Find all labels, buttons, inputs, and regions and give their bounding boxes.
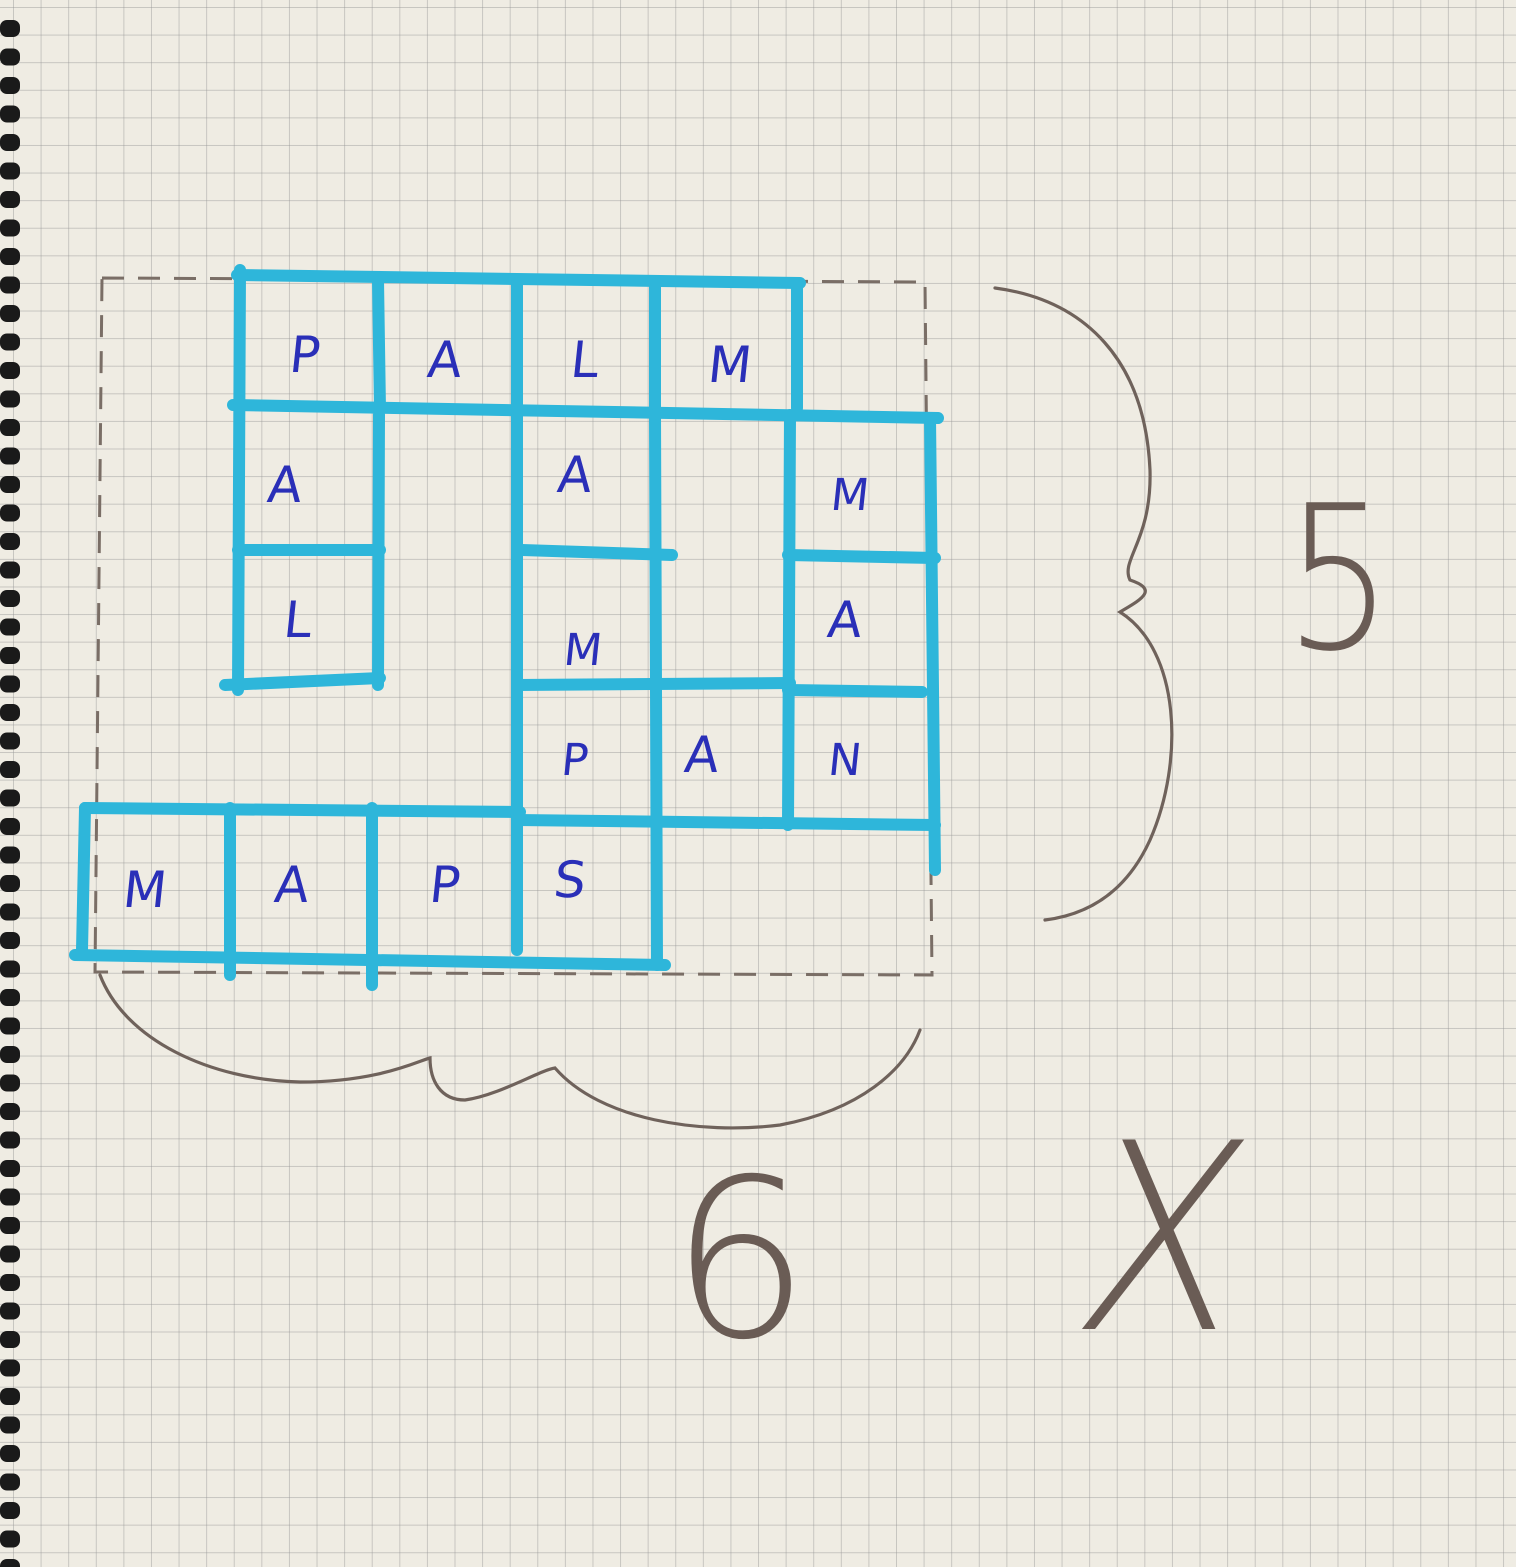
spiral-ring [0,1416,20,1434]
spiral-ring [0,989,20,1006]
spiral-ring [0,305,20,322]
spiral-ring [0,1046,20,1063]
width-label: 6 [670,1132,810,1388]
cell-letter: M [561,624,605,676]
spiral-ring [0,1274,20,1291]
spiral-ring [0,362,20,379]
spiral-ring [0,704,20,721]
spiral-ring [0,1074,20,1092]
spiral-ring [0,476,20,493]
spiral-ring [0,219,20,237]
cell-letter: P [286,326,324,384]
spiral-ring [0,1160,20,1177]
spiral-ring [0,48,20,66]
spiral-ring [0,447,20,465]
spiral-ring [0,1245,20,1263]
spiral-ring [0,618,20,636]
spiral-ring [0,333,20,351]
spiral-ring [0,647,20,664]
spiral-ring [0,590,20,607]
spiral-ring [0,504,20,522]
cell-letter: N [825,734,865,786]
spiral-ring [0,1302,20,1320]
spiral-ring [0,77,20,94]
spiral-ring [0,1530,20,1548]
spiral-ring [0,1017,20,1035]
spiral-ring [0,1445,20,1462]
cell-letter: M [828,469,872,521]
spiral-ring [0,276,20,294]
height-label: 5 [1284,463,1393,696]
cell-letter: S [551,851,589,909]
spiral-ring [0,1359,20,1377]
spiral-ring [0,1217,20,1234]
spiral-ring [0,1131,20,1149]
cell-letter: A [271,856,313,914]
spiral-ring [0,789,20,807]
crossword-grid-lines [69,264,944,991]
spiral-ring [0,419,20,436]
cell-letter: A [681,726,723,784]
cell-letter: P [559,734,591,786]
spiral-ring [0,903,20,921]
spiral-ring [0,932,20,949]
spiral-ring [0,761,20,778]
cell-letter: A [264,456,306,514]
spiral-ring [0,191,20,208]
spiral-ring [0,134,20,151]
spiral-ring [0,818,20,835]
cell-letter: M [705,336,755,394]
spiral-ring [0,1188,20,1206]
spiral-ring [0,960,20,978]
spiral-ring [0,1502,20,1519]
spiral-ring [0,675,20,693]
spiral-ring [0,1388,20,1405]
spiral-ring [0,20,20,37]
spiral-ring [0,1103,20,1120]
spiral-ring [0,162,20,180]
spiral-ring [0,561,20,579]
spiral-ring [0,1559,20,1567]
spiral-ring [0,1473,20,1491]
spiral-ring [0,1331,20,1348]
spiral-ring [0,390,20,408]
cell-letter: A [554,446,596,504]
cell-letter: L [281,591,315,649]
right-curly-brace [993,286,1174,922]
bottom-curly-brace [98,973,922,1130]
spiral-ring [0,105,20,123]
cell-letter: L [568,331,602,389]
spiral-ring [0,533,20,550]
spiral-binding [0,20,20,1567]
cell-letter: P [426,856,464,914]
spiral-ring [0,846,20,864]
cell-letter: A [824,591,866,649]
spiral-ring [0,875,20,892]
cell-letter: A [424,331,466,389]
cell-letter: M [120,861,170,919]
spiral-ring [0,732,20,750]
spiral-ring [0,248,20,265]
